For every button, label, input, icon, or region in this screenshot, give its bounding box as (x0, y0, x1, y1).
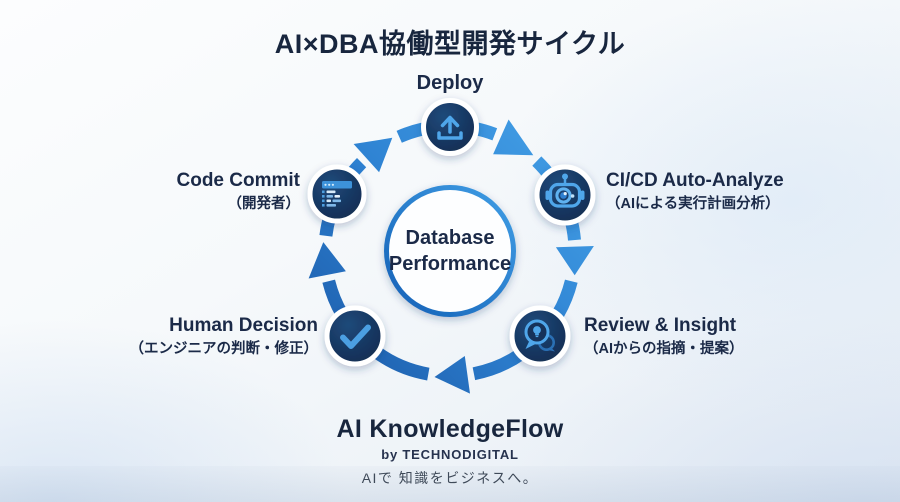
node-cicd (534, 164, 596, 226)
arrowhead-human-to-commit (308, 242, 346, 279)
label-human: Human Decision （エンジニアの判断・修正） (130, 314, 319, 358)
label-cicd-main: CI/CD Auto-Analyze (606, 170, 784, 191)
node-deploy (421, 98, 479, 156)
label-commit-sub: （開発者） (227, 195, 301, 212)
label-commit-main: Code Commit (176, 170, 301, 191)
cycle-arrowheads (308, 119, 594, 394)
label-cicd-sub: （AIによる実行計画分析） (606, 195, 780, 212)
label-deploy: Deploy (417, 71, 484, 96)
footer-band (0, 466, 900, 502)
brand-name: AI KnowledgeFlow (336, 415, 564, 443)
chat-bulb-icon (524, 319, 555, 352)
robot-icon (545, 173, 585, 208)
label-review-main: Review & Insight (584, 315, 737, 336)
arrowhead-deploy-to-cicd (493, 119, 534, 156)
page-title: AI×DBA協働型開発サイクル (274, 29, 626, 59)
center-label-line1: Database (405, 227, 495, 249)
label-human-sub: （エンジニアの判断・修正） (129, 340, 319, 357)
center-circle (384, 185, 516, 317)
arrowhead-commit-to-deploy (353, 137, 393, 173)
label-commit: Code Commit （開発者） (177, 169, 301, 213)
node-commit (307, 164, 367, 224)
upload-icon (437, 115, 463, 140)
checkmark-icon (340, 324, 371, 349)
label-deploy-main: Deploy (416, 72, 484, 94)
node-human (324, 305, 386, 367)
arrowhead-review-to-human (434, 356, 470, 394)
code-window-icon (322, 181, 352, 207)
center-label: Database Performance (370, 225, 530, 277)
center-label-line2: Performance (388, 253, 512, 275)
label-cicd: CI/CD Auto-Analyze （AIによる実行計画分析） (606, 169, 784, 213)
label-review-sub: （AIからの指摘・提案） (584, 340, 744, 357)
arrowhead-cicd-to-review (555, 246, 594, 276)
node-review (509, 305, 571, 367)
brand-byline: by TECHNODIGITAL (381, 447, 519, 462)
brand-tagline: AIで 知識をビジネスへ。 (361, 470, 539, 486)
label-review: Review & Insight （AIからの指摘・提案） (584, 314, 744, 358)
label-human-main: Human Decision (169, 315, 318, 336)
